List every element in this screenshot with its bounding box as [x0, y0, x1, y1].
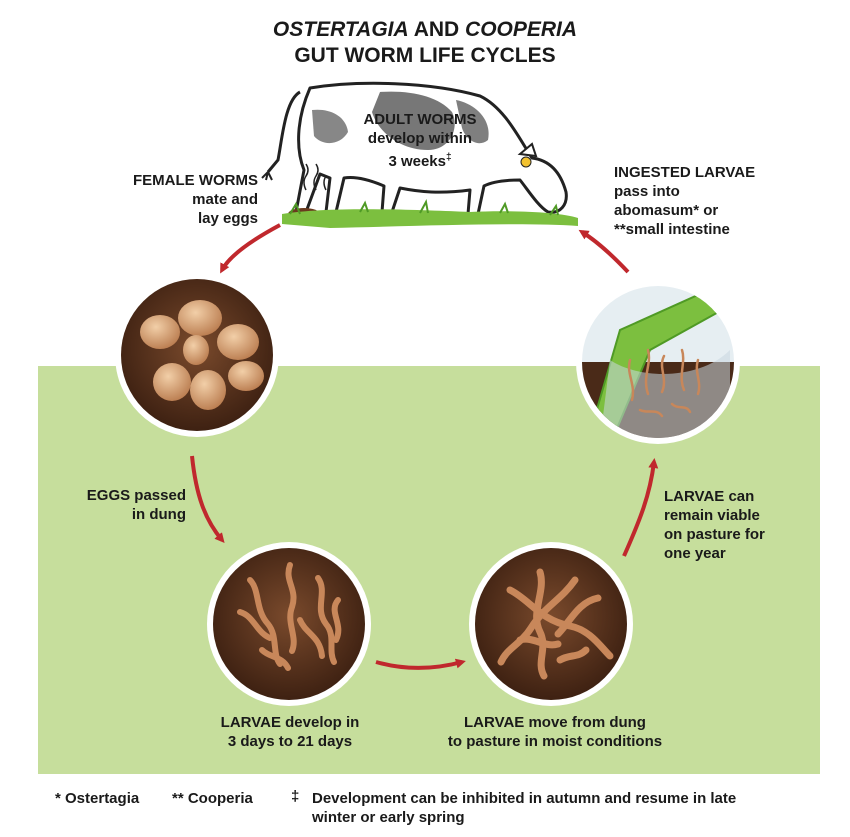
label-female-worms: FEMALE WORMS mate and lay eggs — [96, 171, 258, 228]
larvae-move-circle — [469, 542, 633, 706]
title-ostertagia: OSTERTAGIA — [272, 18, 409, 41]
label-larvae-viable: LARVAE can remain viable on pasture for … — [664, 487, 814, 563]
arrow-develop-to-move — [375, 658, 466, 670]
footnote-dagger: ‡ — [291, 788, 300, 805]
develop-line-2: 3 days to 21 days — [227, 733, 353, 750]
female-line-2: mate and — [192, 191, 258, 208]
arrow-female-to-eggs — [220, 223, 281, 274]
egg-cluster — [140, 300, 264, 410]
move-line-2: to pasture in moist conditions — [447, 733, 663, 750]
adult-dagger-mark: ‡ — [445, 152, 452, 163]
title-and: AND — [408, 18, 466, 41]
label-ingested-larvae: INGESTED LARVAE pass into abomasum* or *… — [614, 163, 814, 239]
ingested-line-1: INGESTED LARVAE — [614, 164, 756, 181]
viable-line-3: on pasture for — [664, 526, 765, 543]
adult-line-2: develop within — [367, 130, 473, 147]
larvae-worms-moving — [497, 568, 614, 680]
female-line-1: FEMALE WORMS — [133, 172, 258, 189]
footnote-cooperia: ** Cooperia — [172, 790, 253, 807]
eggs-circle — [115, 273, 279, 437]
female-line-3: lay eggs — [197, 210, 258, 227]
arrow-eggs-to-larvae — [190, 455, 225, 544]
label-larvae-develop: LARVAE develop in 3 days to 21 days — [190, 713, 390, 751]
viable-line-2: remain viable — [664, 507, 760, 524]
adult-line-3: 3 weeks‡ — [350, 148, 490, 171]
grass-larvae-circle — [576, 280, 740, 444]
arrow-move-to-viable — [622, 458, 659, 557]
diagram-title: OSTERTAGIA AND COOPERIA — [0, 17, 850, 43]
footnote-development: Development can be inhibited in autumn a… — [312, 789, 832, 827]
ingested-line-4: **small intestine — [614, 221, 730, 238]
ingested-line-2: pass into — [614, 183, 680, 200]
cycle-arrows — [190, 223, 659, 670]
viable-line-1: LARVAE can — [664, 488, 755, 505]
move-line-1: LARVAE move from dung — [464, 714, 646, 731]
label-adult-worms: ADULT WORMS develop within 3 weeks‡ — [350, 110, 490, 171]
adult-line-3-text: 3 weeks — [388, 153, 446, 170]
develop-line-1: LARVAE develop in — [220, 714, 360, 731]
eggs-line-1: EGGS passed — [86, 487, 186, 504]
footnote-dev-line-1: Development can be inhibited in autumn a… — [312, 790, 737, 807]
larvae-develop-circle — [207, 542, 371, 706]
label-larvae-move: LARVAE move from dung to pasture in mois… — [420, 713, 690, 751]
ingested-line-3: abomasum* or — [614, 202, 719, 219]
title-cooperia: COOPERIA — [465, 18, 578, 41]
arrow-ingested-to-cow — [578, 229, 630, 274]
label-eggs-passed: EGGS passed in dung — [56, 486, 186, 524]
footnote-dev-line-2: winter or early spring — [312, 809, 465, 826]
diagram-subtitle: GUT WORM LIFE CYCLES — [294, 44, 556, 67]
viable-line-4: one year — [664, 545, 726, 562]
footnote-ostertagia: * Ostertagia — [55, 790, 140, 807]
adult-line-1: ADULT WORMS — [363, 111, 477, 128]
cow-illustration — [261, 81, 578, 228]
larvae-worms — [237, 562, 342, 671]
eggs-line-2: in dung — [131, 506, 186, 523]
